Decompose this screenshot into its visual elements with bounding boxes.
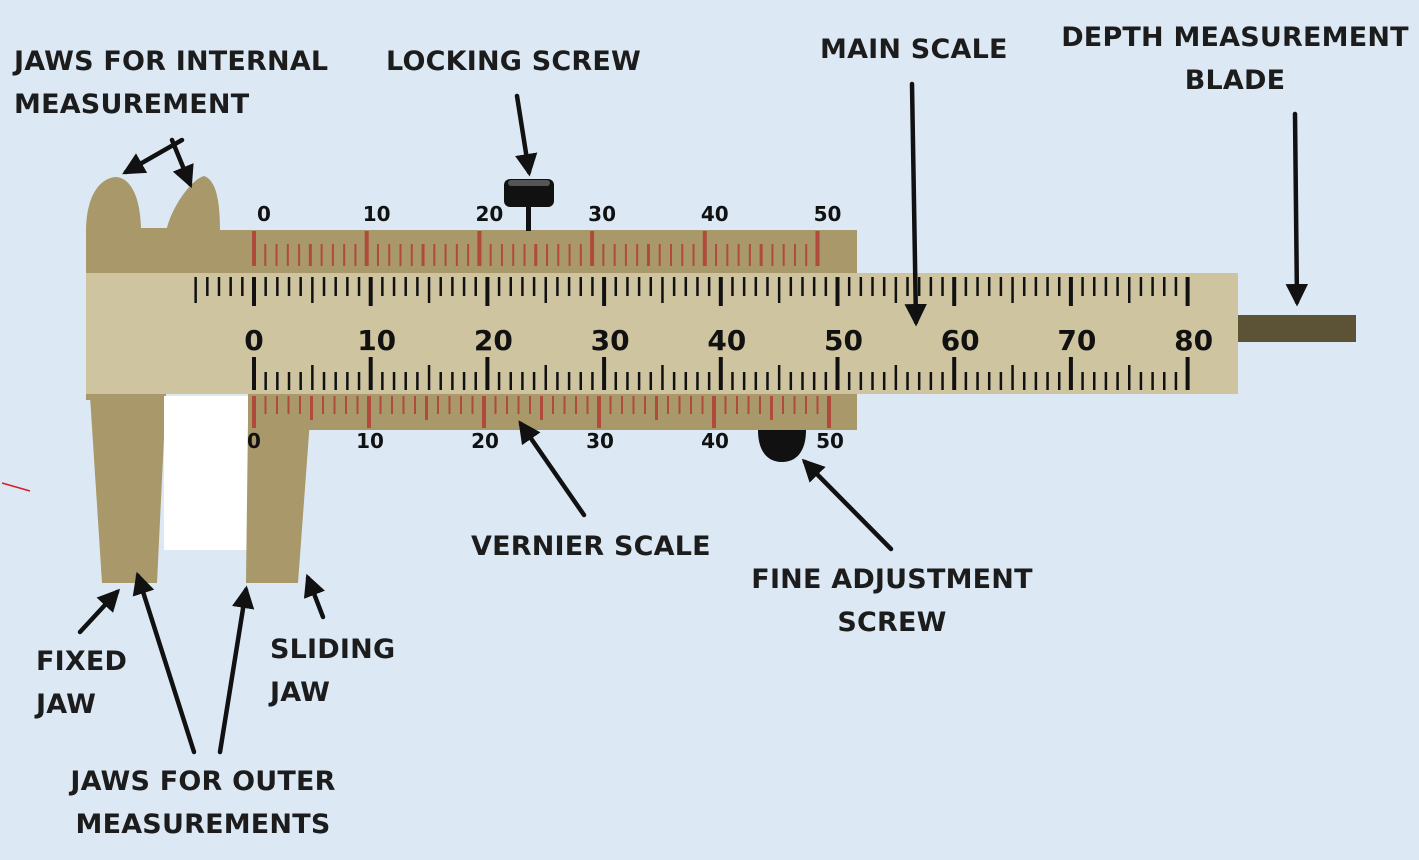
label-locking-screw: LOCKING SCREW [386, 46, 642, 77]
internal-jaw-fixed [86, 177, 141, 232]
vernier-bottom-number: 40 [701, 429, 729, 453]
vernier-bottom-ticks [252, 396, 831, 428]
vernier-bottom-number: 50 [816, 429, 844, 453]
main-scale-top-ticks [194, 277, 1190, 306]
main-scale-number: 50 [824, 324, 863, 357]
red-annotation-stroke [1, 482, 31, 492]
vernier-top-number: 10 [363, 202, 391, 226]
main-scale-number: 40 [707, 324, 746, 357]
main-scale-bottom-ticks [252, 357, 1190, 390]
main-scale-number: 20 [474, 324, 513, 357]
arrow-fixed-jaw [77, 588, 121, 635]
vernier-bottom-number: 30 [586, 429, 614, 453]
arrow-main-scale [904, 81, 927, 327]
jaw-gap [164, 396, 248, 550]
vernier-top-ticks [252, 231, 820, 266]
locking-screw-cap [508, 180, 550, 186]
main-scale-number: 80 [1174, 324, 1213, 357]
internal-jaw-sliding [166, 176, 220, 232]
arrow-vernier-scale [518, 420, 587, 518]
label-internal-jaws: JAWS FOR INTERNAL MEASUREMENT [14, 46, 329, 120]
main-scale-number: 0 [244, 324, 263, 357]
vernier-bottom-number: 10 [356, 429, 384, 453]
callout-arrows [77, 81, 1309, 755]
arrow-depth-blade [1285, 111, 1309, 307]
fixed-jaw-blade [90, 396, 166, 583]
main-scale-number: 30 [591, 324, 630, 357]
label-outer-jaws: JAWS FOR OUTER MEASUREMENTS [70, 766, 336, 840]
arrow-sliding-jaw [303, 573, 326, 620]
vernier-top-number: 30 [588, 202, 616, 226]
depth-measurement-blade [1236, 315, 1356, 342]
main-scale-number: 70 [1057, 324, 1096, 357]
vernier-top-number: 20 [475, 202, 503, 226]
fine-adjustment-screw [758, 430, 806, 462]
vernier-bottom-labels: 0 10 20 30 40 50 [247, 429, 844, 453]
arrow-outer-jaw-fixed [132, 571, 197, 755]
arrow-outer-jaw-sliding [217, 585, 255, 755]
sliding-jaw [246, 420, 310, 583]
label-vernier-scale: VERNIER SCALE [471, 531, 711, 562]
vernier-top-number: 40 [701, 202, 729, 226]
vernier-top-number: 0 [257, 202, 271, 226]
vernier-bottom-number: 0 [247, 429, 261, 453]
label-depth-blade: DEPTH MEASUREMENT BLADE [1061, 22, 1409, 96]
internal-jaw-base [86, 228, 220, 276]
main-scale-number: 60 [941, 324, 980, 357]
locking-screw-shaft [526, 205, 531, 231]
main-scale-number: 10 [357, 324, 396, 357]
label-fixed-jaw: FIXED JAW [36, 646, 128, 720]
arrow-internal-jaw-right [169, 137, 194, 189]
label-main-scale: MAIN SCALE [820, 34, 1008, 65]
label-sliding-jaw: SLIDING JAW [270, 634, 396, 708]
main-scale-labels: 0 10 20 30 40 50 60 70 80 [244, 324, 1213, 357]
vernier-bottom-number: 20 [471, 429, 499, 453]
arrow-fine-adjustment [801, 458, 894, 552]
vernier-top-labels: 0 10 20 30 40 50 [257, 202, 841, 226]
arrow-locking-screw [514, 93, 538, 177]
label-fine-adjustment: FINE ADJUSTMENT SCREW [751, 564, 1033, 638]
vernier-top-number: 50 [814, 202, 842, 226]
